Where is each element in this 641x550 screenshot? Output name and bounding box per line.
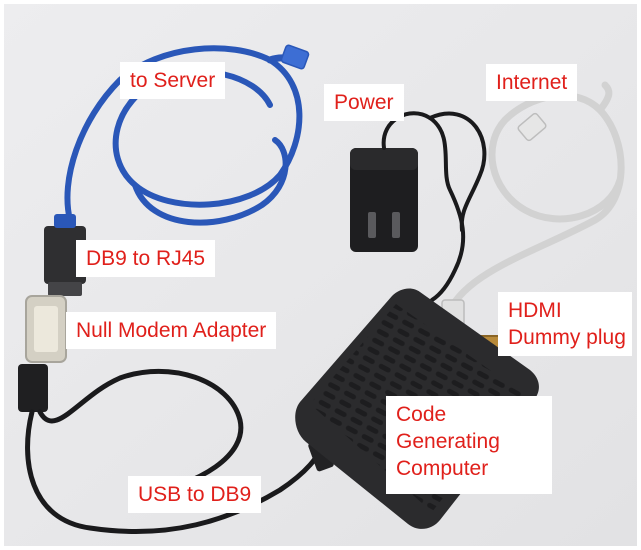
label-internet: Internet [486,64,578,101]
label-power: Power [324,84,404,121]
label-to-server: to Server [120,62,226,99]
label-null-modem-adapter: Null Modem Adapter [66,312,277,349]
usb-db9-cable [25,368,325,535]
rj45-plug-server [280,44,310,70]
label-db9-to-rj45: DB9 to RJ45 [76,240,216,277]
label-internet-text: Internet [496,71,568,94]
usb-db9-connector [18,364,48,412]
label-code-generating-computer: Code Generating Computer [386,396,552,494]
label-usb-to-db9: USB to DB9 [128,476,262,513]
label-power-text: Power [334,91,394,114]
label-to-server-text: to Server [130,69,216,92]
label-computer-line-2: Generating [396,430,500,453]
label-null-modem-adapter-text: Null Modem Adapter [76,319,267,342]
label-computer-line-3: Computer [396,457,489,480]
label-hdmi-line-2: Dummy plug [508,326,626,349]
rj45-plug-internet [517,112,547,142]
label-db9-to-rj45-text: DB9 to RJ45 [86,247,206,270]
label-hdmi-line-1: HDMI [508,299,562,322]
label-hdmi-dummy-plug: HDMI Dummy plug [498,292,632,356]
power-adapter [350,148,418,252]
label-usb-to-db9-text: USB to DB9 [138,483,252,506]
power-cable [381,111,487,302]
db9-rj45-adapter [44,226,86,284]
label-computer-line-1: Code [396,403,447,426]
